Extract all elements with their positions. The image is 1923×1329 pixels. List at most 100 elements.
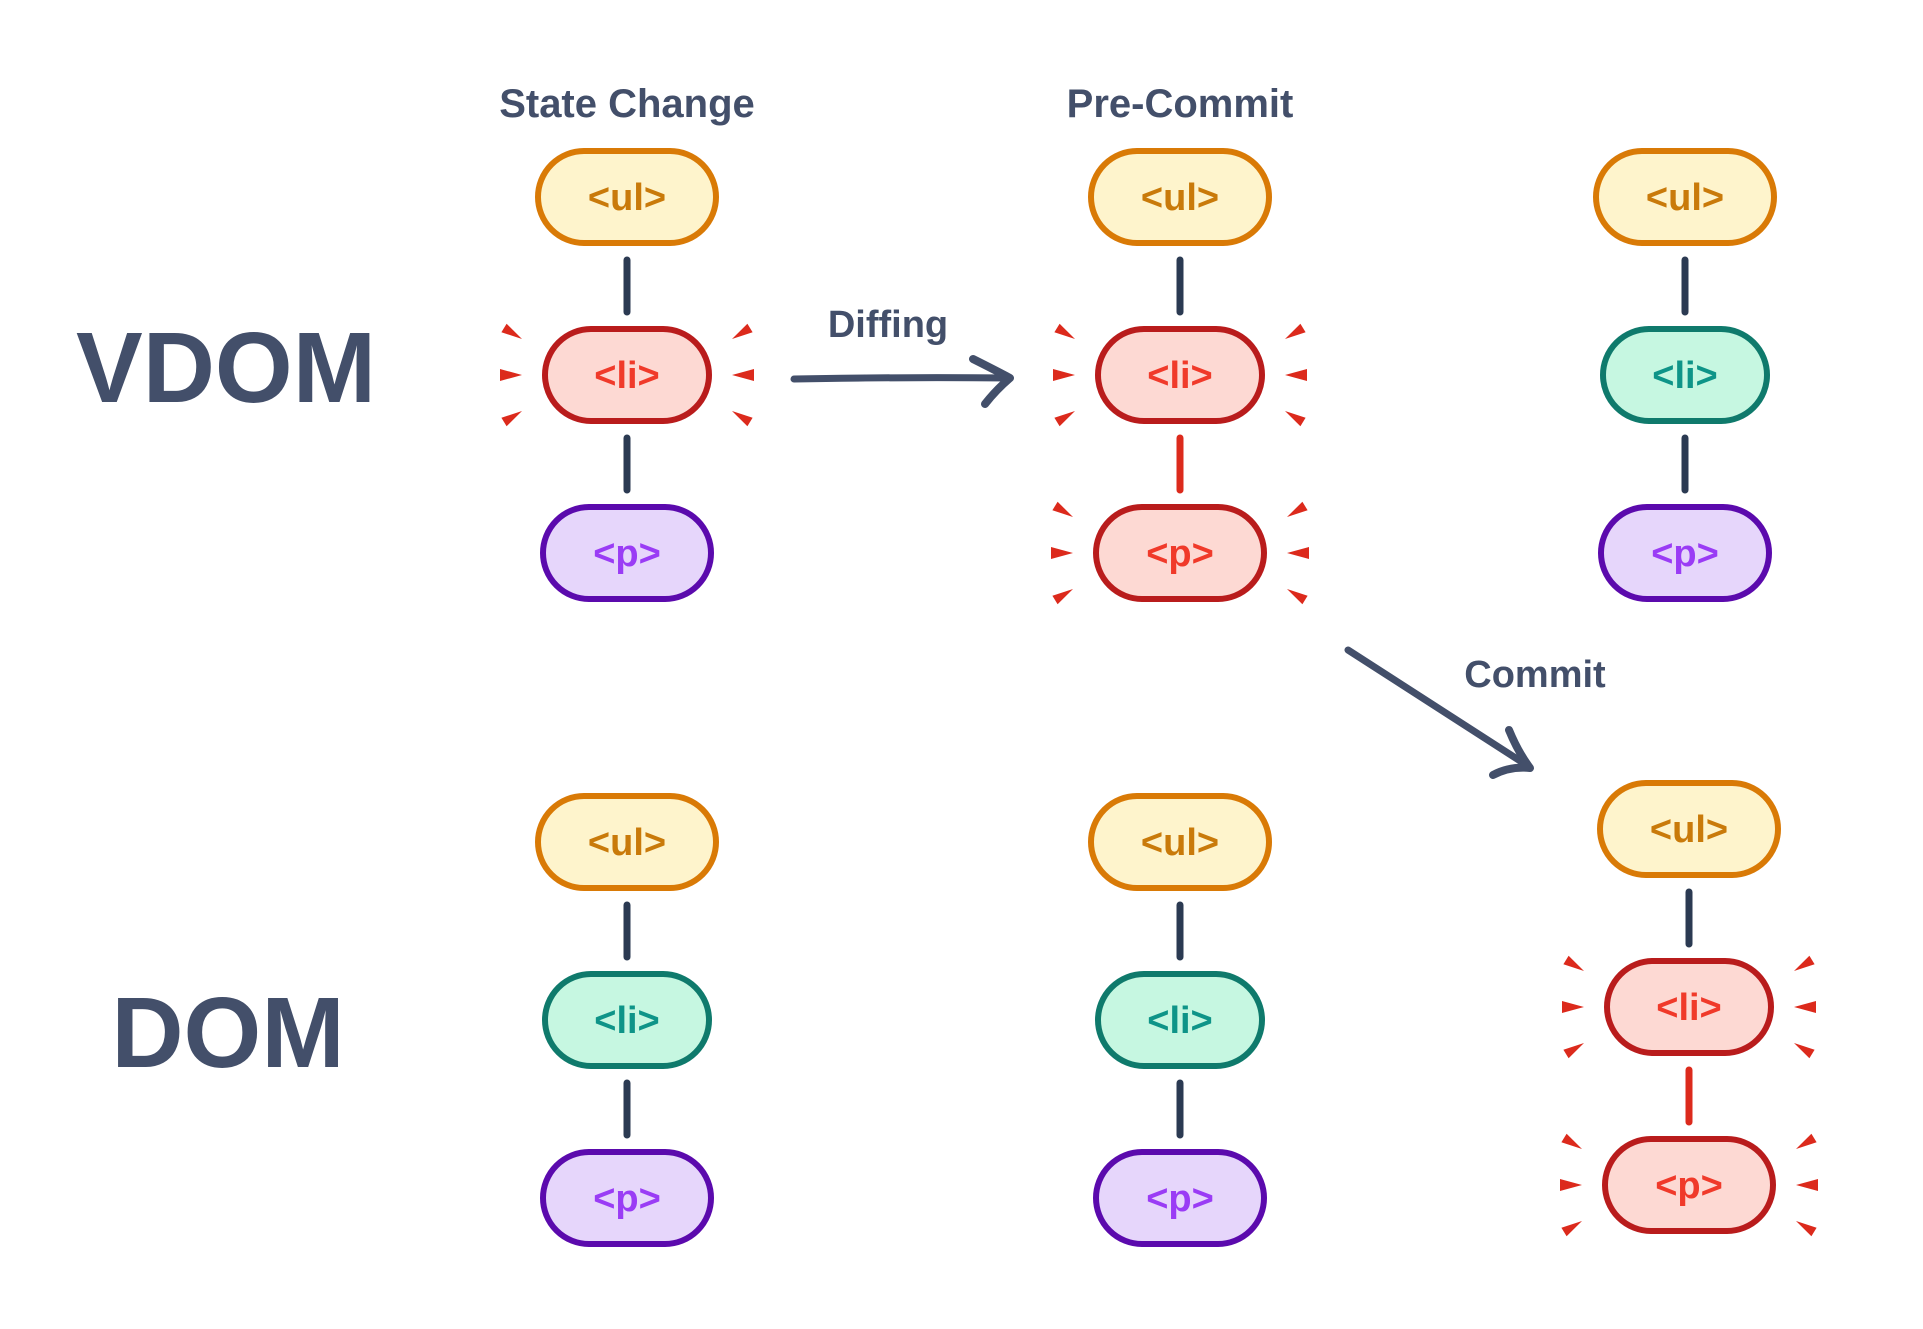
- node-label: <li>: [1147, 355, 1213, 397]
- highlight-ray-icon: [1562, 1001, 1584, 1013]
- tree-vdom-pre-commit: <ul> <li> <p>: [1051, 148, 1309, 605]
- commit-arrow-head: [1489, 726, 1534, 779]
- node-label: <li>: [1652, 355, 1718, 397]
- node-li: <li>: [1095, 971, 1265, 1069]
- heading-pre-commit: Pre-Commit: [1067, 82, 1294, 126]
- diffing-arrow-head: [969, 355, 1014, 408]
- node-pill: [1093, 504, 1267, 602]
- diffing-label: Diffing: [828, 304, 948, 346]
- highlight-ray-icon: [1794, 1043, 1815, 1059]
- highlight-ray-icon: [1054, 411, 1075, 427]
- node-label: <li>: [594, 1000, 660, 1042]
- node-label: <ul>: [1141, 177, 1219, 219]
- node-li-changed: <li>: [1053, 323, 1307, 427]
- node-label: <li>: [1147, 1000, 1213, 1042]
- highlight-ray-icon: [1051, 547, 1073, 559]
- node-pill: [540, 1149, 714, 1247]
- highlight-ray-icon: [1561, 1133, 1582, 1149]
- node-pill: [1088, 148, 1272, 246]
- highlight-ray-icon: [1053, 369, 1075, 381]
- node-label: <ul>: [1650, 809, 1728, 851]
- node-p-changed: <p>: [1051, 501, 1309, 605]
- highlight-ray-icon: [1052, 501, 1073, 517]
- node-pill: [1093, 1149, 1267, 1247]
- node-pill: [1597, 780, 1781, 878]
- node-pill: [1602, 1136, 1776, 1234]
- node-p: <p>: [1598, 504, 1772, 602]
- highlight-ray-icon: [1561, 1221, 1582, 1237]
- node-ul: <ul>: [1593, 148, 1777, 246]
- node-label: <p>: [1146, 533, 1214, 575]
- tree-dom-state-change: <ul> <li> <p>: [535, 793, 719, 1247]
- tree-dom-pre-commit: <ul> <li> <p>: [1088, 793, 1272, 1247]
- node-label: <ul>: [588, 822, 666, 864]
- node-pill: [1088, 793, 1272, 891]
- node-p: <p>: [540, 504, 714, 602]
- node-pill: [535, 793, 719, 891]
- node-pill: [1598, 504, 1772, 602]
- node-label: <li>: [594, 355, 660, 397]
- highlight-ray-icon: [500, 369, 522, 381]
- highlight-ray-icon: [501, 323, 522, 339]
- node-ul: <ul>: [535, 793, 719, 891]
- node-pill: [1095, 326, 1265, 424]
- node-ul: <ul>: [1088, 793, 1272, 891]
- highlight-ray-icon: [1563, 955, 1584, 971]
- row-label-vdom: VDOM: [76, 312, 376, 424]
- highlight-ray-icon: [732, 323, 753, 339]
- node-label: <ul>: [1141, 822, 1219, 864]
- node-li-changed: <li>: [500, 323, 754, 427]
- highlight-ray-icon: [1052, 589, 1073, 605]
- commit-label: Commit: [1464, 654, 1606, 696]
- node-pill: [1593, 148, 1777, 246]
- node-pill: [542, 971, 712, 1069]
- highlight-ray-icon: [732, 369, 754, 381]
- tree-vdom-after-commit: <ul> <li> <p>: [1593, 148, 1777, 602]
- node-p-changed: <p>: [1560, 1133, 1818, 1237]
- node-label: <p>: [1146, 1178, 1214, 1220]
- node-ul: <ul>: [1088, 148, 1272, 246]
- node-label: <p>: [593, 1178, 661, 1220]
- commit-arrow-shaft: [1344, 646, 1532, 770]
- highlight-ray-icon: [1794, 1001, 1816, 1013]
- node-li-changed: <li>: [1562, 955, 1816, 1059]
- highlight-ray-icon: [1796, 1221, 1817, 1237]
- tree-dom-commit: <ul> <li> <p>: [1560, 780, 1818, 1237]
- highlight-ray-icon: [501, 411, 522, 427]
- node-ul: <ul>: [535, 148, 719, 246]
- node-pill: [1600, 326, 1770, 424]
- highlight-ray-icon: [1796, 1133, 1817, 1149]
- tree-vdom-state-change: <ul> <li> <p>: [500, 148, 754, 602]
- highlight-ray-icon: [1796, 1179, 1818, 1191]
- node-pill: [540, 504, 714, 602]
- highlight-ray-icon: [1287, 547, 1309, 559]
- highlight-ray-icon: [1287, 501, 1308, 517]
- highlight-ray-icon: [1560, 1179, 1582, 1191]
- node-li: <li>: [542, 971, 712, 1069]
- node-label: <ul>: [588, 177, 666, 219]
- node-p: <p>: [540, 1149, 714, 1247]
- diffing-arrow: Diffing: [790, 304, 1014, 408]
- highlight-ray-icon: [1054, 323, 1075, 339]
- highlight-ray-icon: [1285, 369, 1307, 381]
- diffing-arrow-shaft: [790, 374, 1014, 383]
- node-label: <ul>: [1646, 177, 1724, 219]
- node-li: <li>: [1600, 326, 1770, 424]
- node-label: <p>: [593, 533, 661, 575]
- node-label: <p>: [1655, 1165, 1723, 1207]
- node-label: <li>: [1656, 987, 1722, 1029]
- node-p: <p>: [1093, 1149, 1267, 1247]
- highlight-ray-icon: [732, 411, 753, 427]
- highlight-ray-icon: [1563, 1043, 1584, 1059]
- heading-state-change: State Change: [499, 82, 755, 126]
- highlight-ray-icon: [1285, 323, 1306, 339]
- row-label-dom: DOM: [111, 977, 344, 1089]
- trees: <ul> <li> <p> <ul> <li> <p> <ul> <li> <p> <ul> <li…: [500, 148, 1818, 1247]
- node-pill: [535, 148, 719, 246]
- node-pill: [542, 326, 712, 424]
- node-pill: [1095, 971, 1265, 1069]
- highlight-ray-icon: [1285, 411, 1306, 427]
- node-label: <p>: [1651, 533, 1719, 575]
- node-pill: [1604, 958, 1774, 1056]
